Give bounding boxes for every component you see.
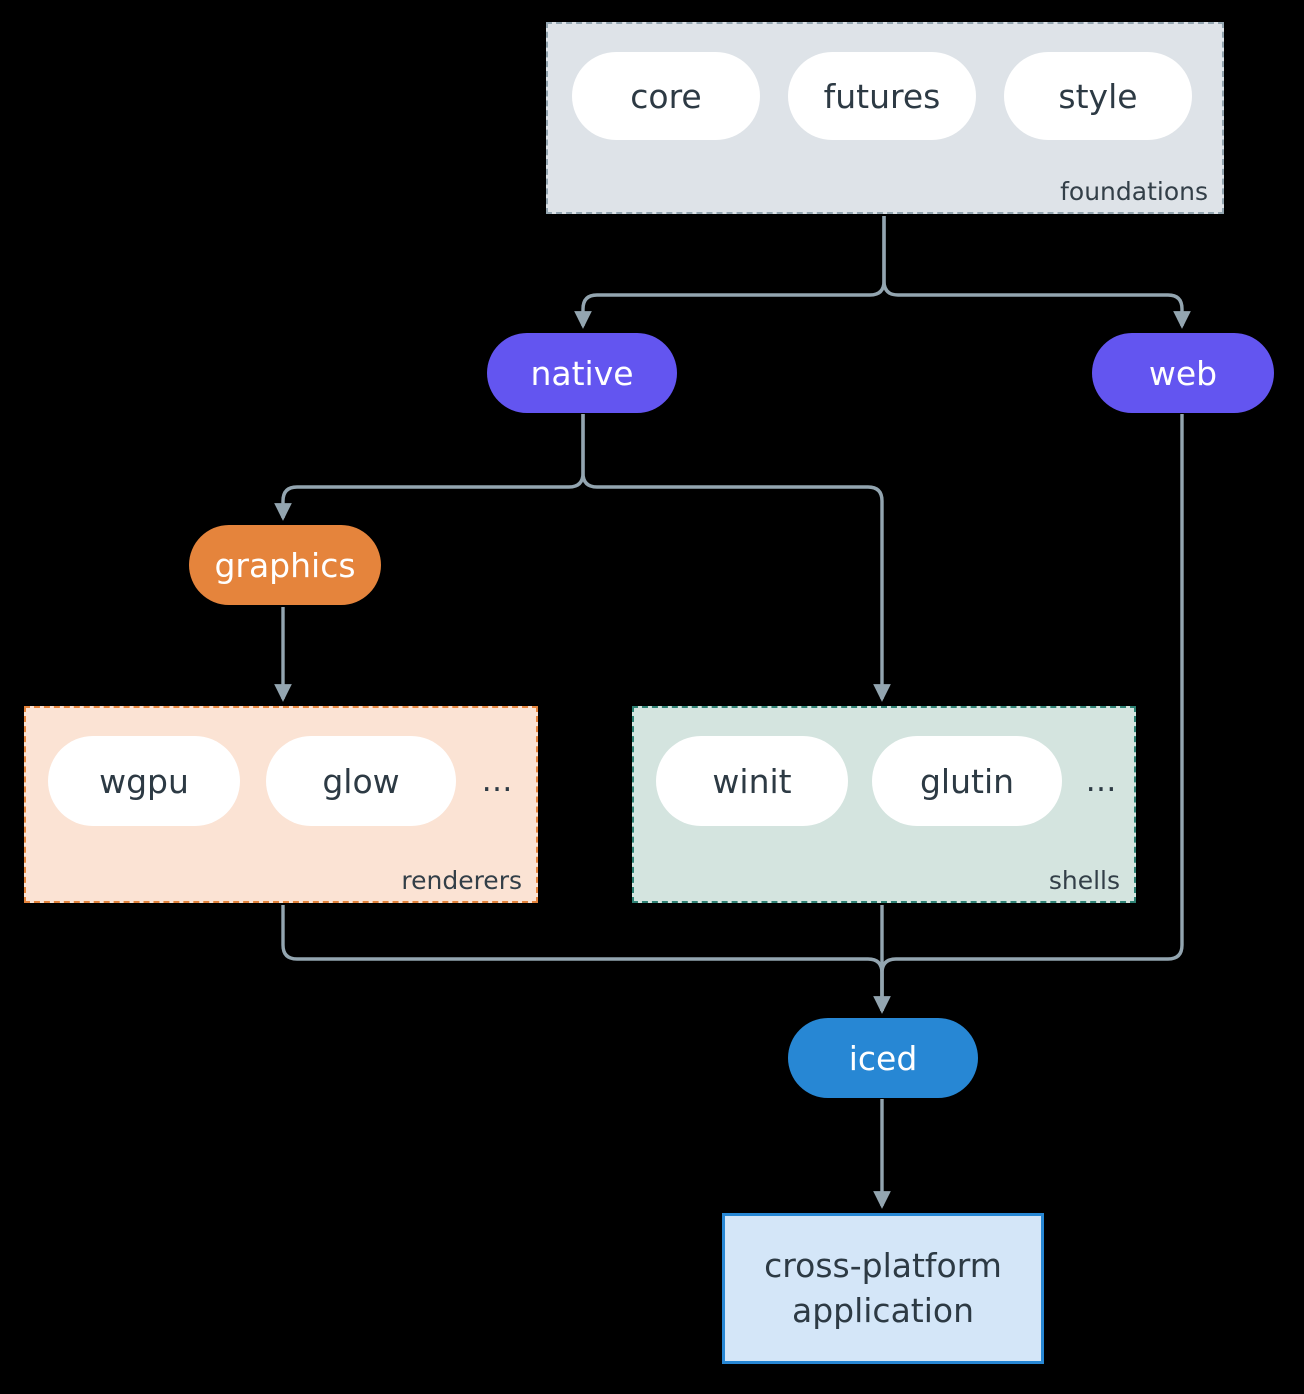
pill-style-label: style xyxy=(1058,76,1138,116)
pill-wgpu-label: wgpu xyxy=(99,761,189,801)
edge-foundations-to-web xyxy=(882,216,1191,329)
node-native-label: native xyxy=(530,353,634,393)
pill-wgpu[interactable]: wgpu xyxy=(48,736,240,826)
renderers-more-label: … xyxy=(474,760,520,802)
node-cross-platform-application[interactable]: cross-platform application xyxy=(722,1213,1044,1364)
pill-futures[interactable]: futures xyxy=(788,52,976,140)
edge-renderers-to-iced xyxy=(281,905,891,1014)
node-graphics[interactable]: graphics xyxy=(189,525,381,605)
node-web[interactable]: web xyxy=(1092,333,1274,413)
node-graphics-label: graphics xyxy=(214,545,356,585)
pill-glow-label: glow xyxy=(322,761,400,801)
node-iced[interactable]: iced xyxy=(788,1018,978,1098)
application-label-line1: cross-platform xyxy=(764,1245,1002,1285)
pill-glow[interactable]: glow xyxy=(266,736,456,826)
edge-foundations-to-native xyxy=(574,216,886,329)
cluster-foundations-label: foundations xyxy=(1060,177,1208,206)
edge-native-to-shells xyxy=(581,414,891,702)
pill-core[interactable]: core xyxy=(572,52,760,140)
pill-core-label: core xyxy=(630,76,702,116)
node-iced-label: iced xyxy=(848,1038,918,1078)
pill-glutin-label: glutin xyxy=(919,761,1015,801)
pill-winit-label: winit xyxy=(712,761,792,801)
cluster-shells-label: shells xyxy=(1048,866,1120,895)
application-label-line2: application xyxy=(791,1290,975,1330)
edge-native-to-graphics xyxy=(274,414,585,521)
pill-winit[interactable]: winit xyxy=(656,736,848,826)
pill-style[interactable]: style xyxy=(1004,52,1192,140)
cluster-renderers-label: renderers xyxy=(401,866,522,895)
shells-more-label: … xyxy=(1078,760,1124,802)
pill-glutin[interactable]: glutin xyxy=(872,736,1062,826)
shells-more-text: … xyxy=(1085,763,1117,799)
pill-futures-label: futures xyxy=(823,76,941,116)
renderers-more-text: … xyxy=(481,763,513,799)
node-web-label: web xyxy=(1148,353,1218,393)
node-native[interactable]: native xyxy=(487,333,677,413)
